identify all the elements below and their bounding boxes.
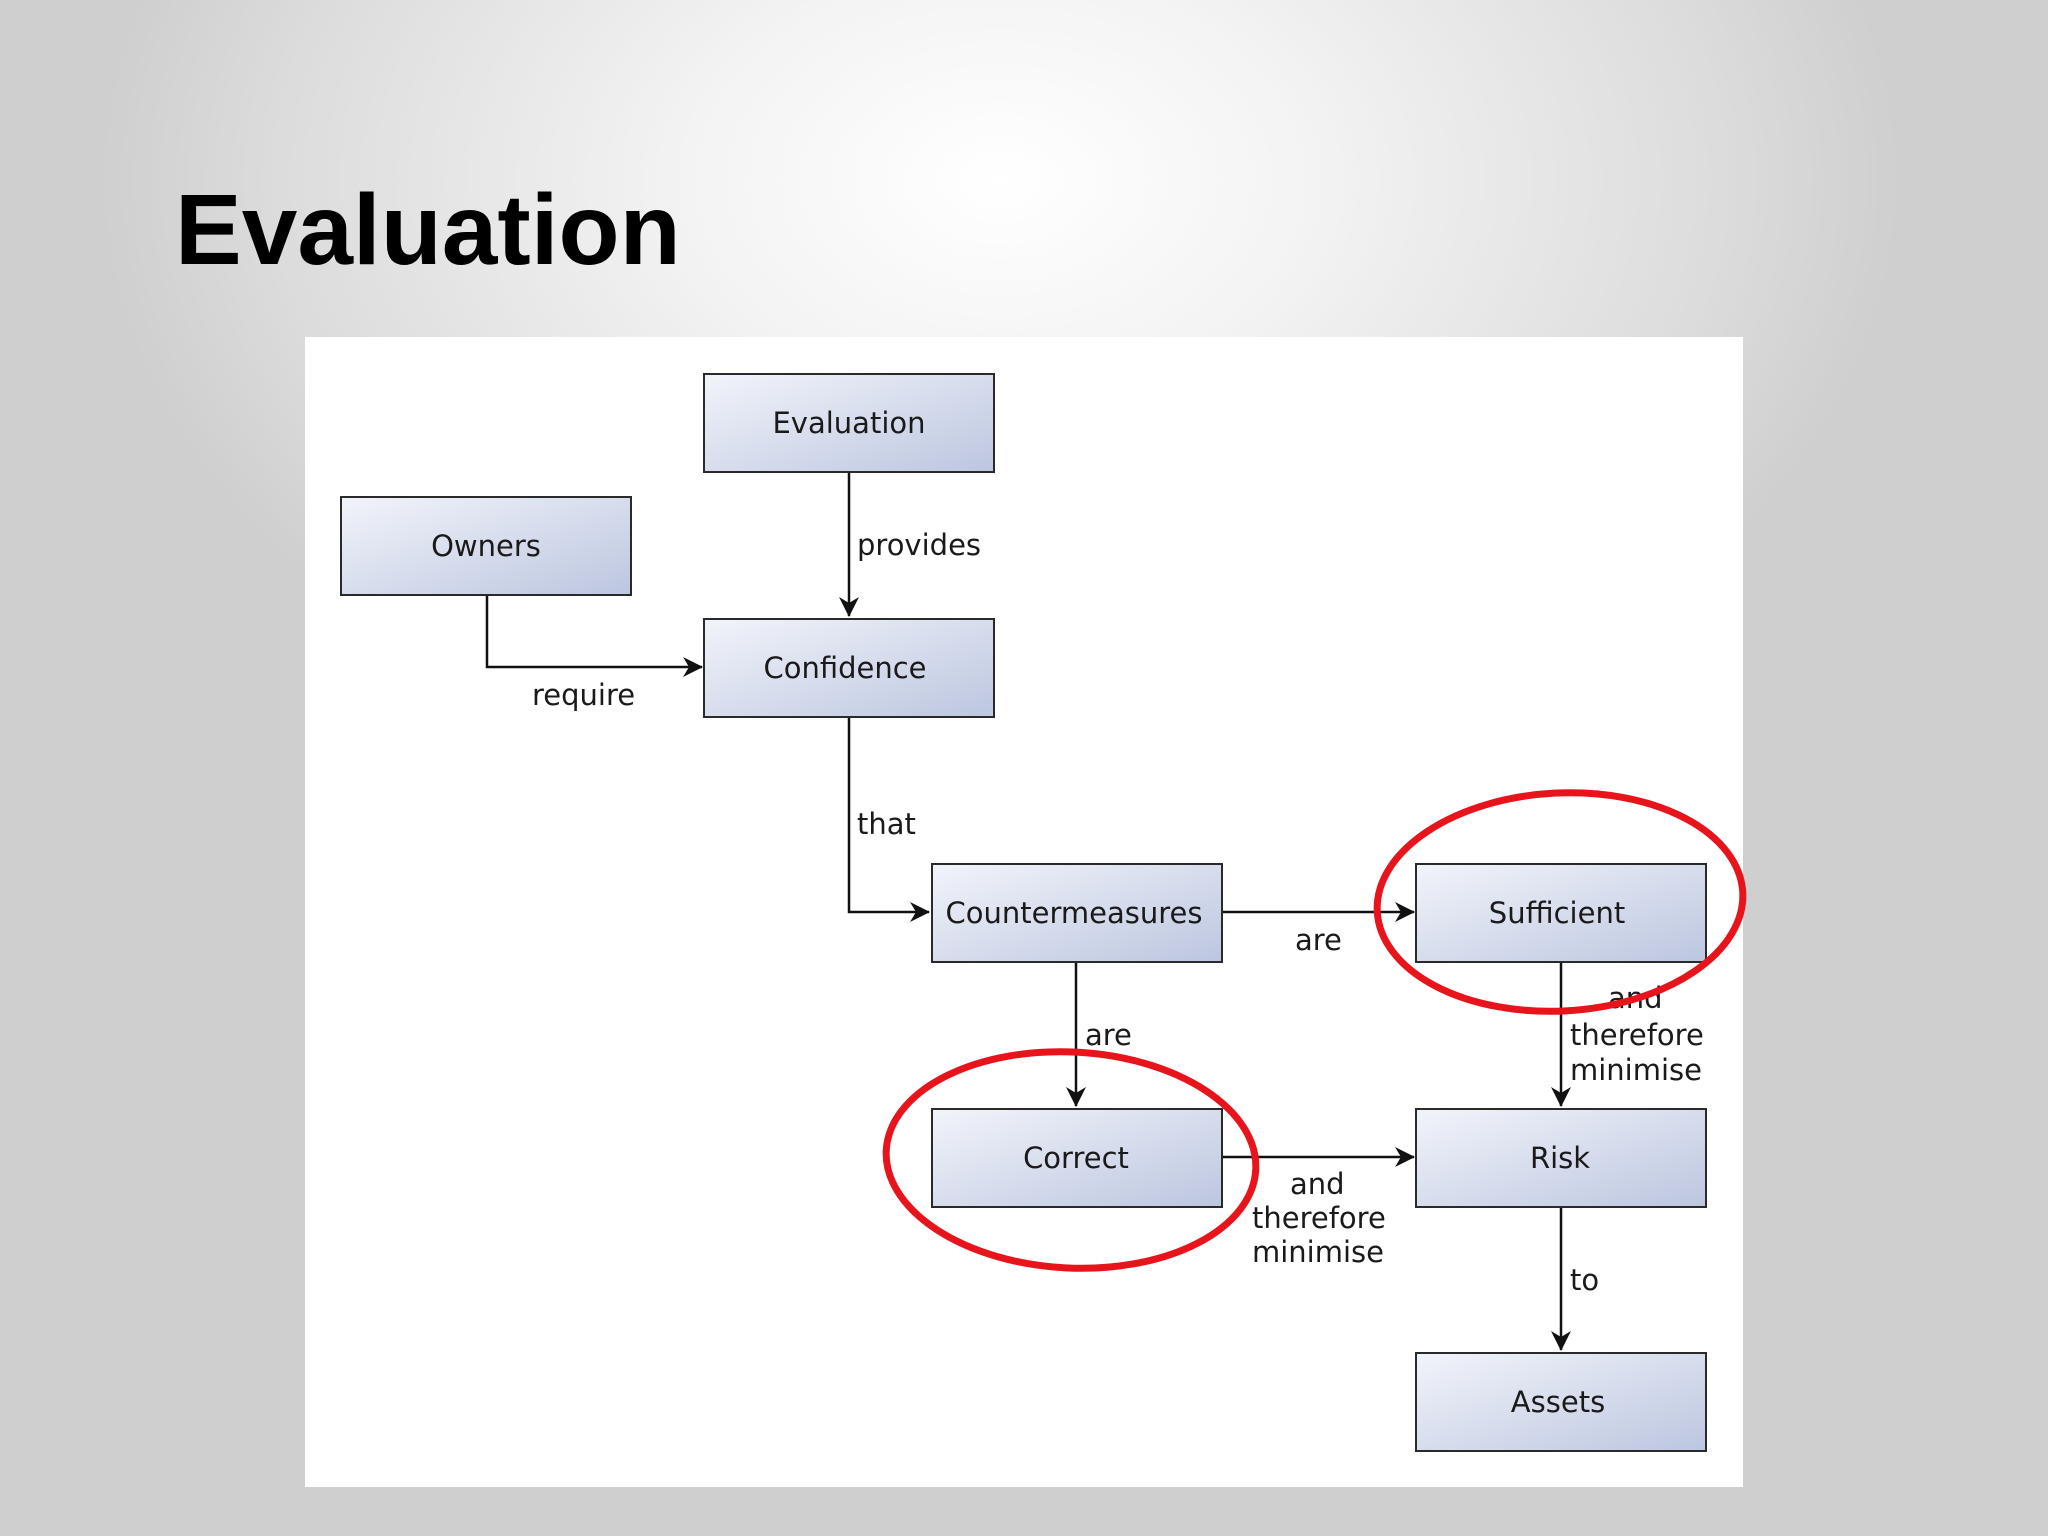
- highlight-circle-sufficient: [1373, 789, 1747, 1015]
- node-label-correct: Correct: [1023, 1141, 1129, 1175]
- node-countermeasures: Countermeasures: [931, 863, 1223, 963]
- node-label-countermeasures: Countermeasures: [946, 896, 1203, 930]
- node-label-owners: Owners: [431, 529, 541, 563]
- edge-label-therefore: therefore: [1570, 1018, 1704, 1052]
- edge-label-and: and: [1290, 1167, 1345, 1201]
- edge-label-require: require: [532, 678, 635, 712]
- node-label-assets: Assets: [1511, 1385, 1605, 1419]
- edge-label-minimise: minimise: [1570, 1053, 1702, 1087]
- edge-label-provides: provides: [857, 528, 981, 562]
- node-confidence: Confidence: [703, 618, 995, 718]
- edge-label-that: that: [857, 807, 916, 841]
- node-label-risk: Risk: [1530, 1141, 1590, 1175]
- node-label-evaluation: Evaluation: [772, 406, 925, 440]
- edge-countermeasures-sufficient: are: [1221, 902, 1415, 957]
- edge-label-are: are: [1295, 923, 1342, 957]
- edge-evaluation-confidence: provides: [839, 472, 981, 617]
- edge-label-minimise: minimise: [1252, 1235, 1384, 1269]
- node-label-sufficient: Sufficient: [1489, 896, 1625, 930]
- edge-label-are: are: [1085, 1018, 1132, 1052]
- edge-owners-confidence: require: [485, 595, 703, 712]
- edge-confidence-countermeasures: that: [847, 717, 930, 922]
- node-evaluation: Evaluation: [703, 373, 995, 473]
- node-risk: Risk: [1415, 1108, 1707, 1208]
- node-sufficient: Sufficient: [1415, 863, 1707, 963]
- node-correct: Correct: [931, 1108, 1223, 1208]
- highlight-circle-correct: [882, 1048, 1260, 1272]
- edge-label-to: to: [1570, 1263, 1599, 1297]
- node-assets: Assets: [1415, 1352, 1707, 1452]
- edge-countermeasures-correct: are: [1066, 962, 1132, 1107]
- edge-risk-assets: to: [1551, 1206, 1599, 1351]
- node-owners: Owners: [340, 496, 632, 596]
- edge-label-therefore: therefore: [1252, 1201, 1386, 1235]
- slide-title: Evaluation: [175, 174, 681, 286]
- node-label-confidence: Confidence: [763, 651, 926, 685]
- edge-sufficient-risk: and therefore minimise: [1551, 962, 1704, 1107]
- edge-correct-risk: and therefore minimise: [1221, 1147, 1415, 1269]
